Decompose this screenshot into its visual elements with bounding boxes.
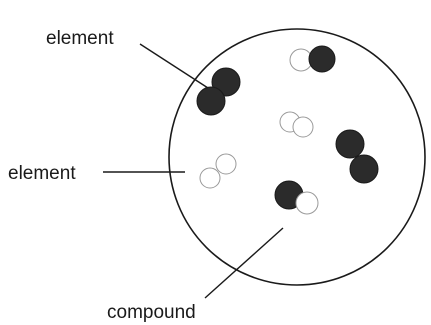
light-atom bbox=[292, 116, 314, 138]
leader-line-element-top bbox=[139, 43, 209, 89]
leader-line-compound bbox=[204, 227, 284, 299]
label-element-top: element bbox=[46, 28, 114, 49]
element-molecule bbox=[335, 129, 379, 184]
element-molecule bbox=[199, 153, 237, 189]
element-molecule bbox=[196, 67, 241, 116]
dark-atom bbox=[196, 86, 226, 116]
dark-atom bbox=[349, 154, 379, 184]
molecules-group bbox=[196, 45, 379, 215]
label-element-left: element bbox=[8, 163, 76, 184]
dark-atom bbox=[308, 45, 336, 73]
light-atom bbox=[295, 191, 319, 215]
label-compound: compound bbox=[107, 302, 196, 323]
compound-molecule bbox=[274, 180, 319, 215]
dark-atom bbox=[335, 129, 365, 159]
element-molecule bbox=[279, 111, 314, 138]
compound-molecule bbox=[289, 45, 336, 73]
light-atom bbox=[215, 153, 237, 175]
light-atom bbox=[199, 167, 221, 189]
